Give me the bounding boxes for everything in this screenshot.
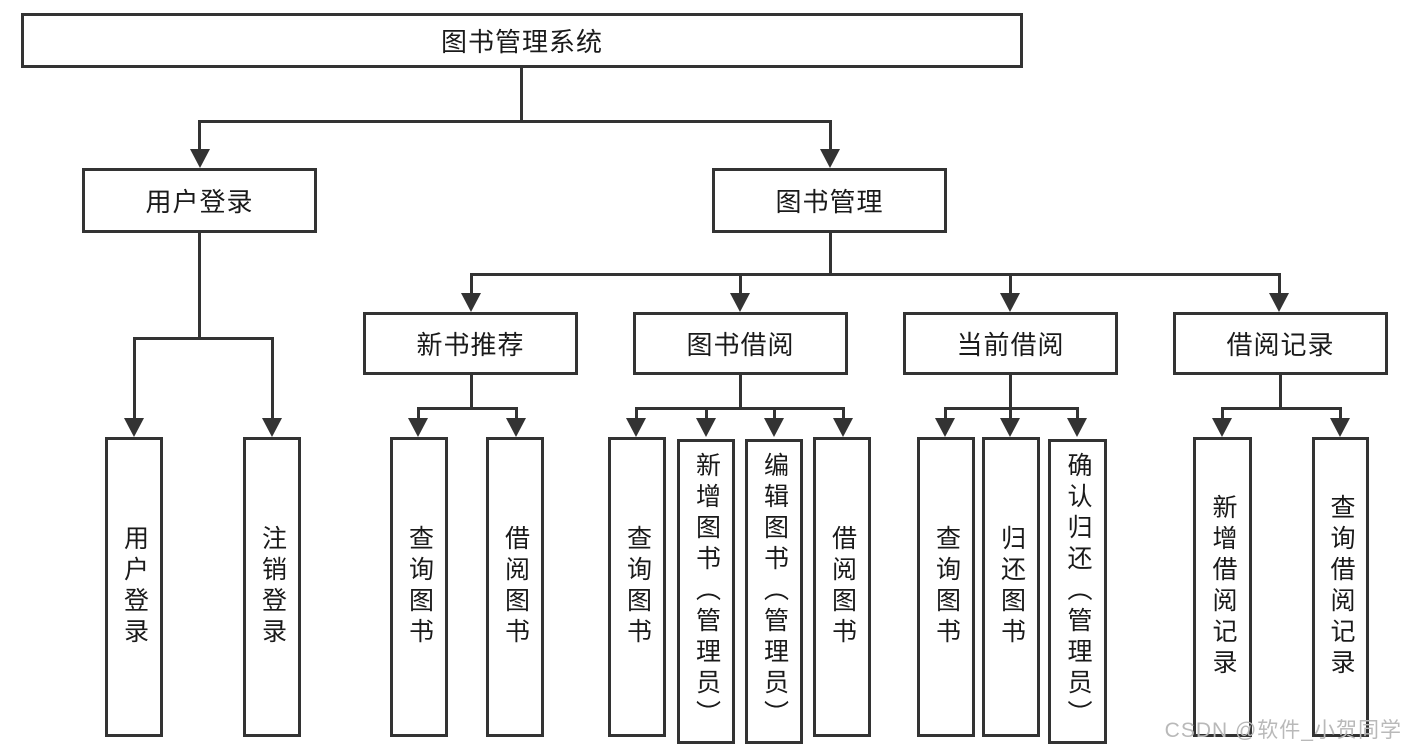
leaf-borrow-query-books: 查询图书 [608,437,666,737]
edge-line [829,120,832,153]
node-root: 图书管理系统 [21,13,1023,68]
edge-line [1221,407,1224,421]
edge-line [1339,407,1342,421]
leaf-label: 查询图书 [932,525,961,649]
edge-line [705,407,708,421]
node-borrow-records: 借阅记录 [1173,312,1388,375]
edge-line [520,68,523,120]
node-new-book-recommend: 新书推荐 [363,312,578,375]
edge-line [1009,273,1012,297]
leaf-current-query-books: 查询图书 [917,437,975,737]
edge-line [842,407,845,421]
leaf-label: 查询图书 [405,525,434,649]
node-current-borrow: 当前借阅 [903,312,1118,375]
arrow-down-icon [730,293,750,312]
arrow-down-icon [935,418,955,437]
leaf-user-login: 用户登录 [105,437,163,737]
leaf-label: 确认归还（管理员） [1064,452,1092,731]
edge-line [1221,407,1341,410]
arrow-down-icon [1000,418,1020,437]
arrow-down-icon [1330,418,1350,437]
arrow-down-icon [461,293,481,312]
leaf-current-confirm-return-admin: 确认归还（管理员） [1048,439,1107,744]
edge-line [1009,407,1012,421]
leaf-records-add-record: 新增借阅记录 [1193,437,1252,737]
edge-line [198,120,832,123]
leaf-label: 归还图书 [997,525,1026,649]
leaf-label: 查询借阅记录 [1327,494,1355,680]
leaf-label: 编辑图书（管理员） [760,452,789,731]
edge-line [198,233,201,337]
edge-line [470,273,473,297]
edge-line [133,337,274,340]
arrow-down-icon [1067,418,1087,437]
leaf-records-query-record: 查询借阅记录 [1312,437,1369,737]
leaf-label: 注销登录 [258,525,287,649]
edge-line [133,337,136,421]
arrow-down-icon [262,418,282,437]
leaf-borrow-add-books-admin: 新增图书（管理员） [677,439,735,744]
arrow-down-icon [1000,293,1020,312]
watermark: CSDN @软件_小贺同学 [1164,719,1402,742]
leaf-borrow-borrow-books: 借阅图书 [813,437,871,737]
arrow-down-icon [1269,293,1289,312]
arrow-down-icon [124,418,144,437]
edge-line [635,407,844,410]
node-book-borrow: 图书借阅 [633,312,848,375]
arrow-down-icon [764,418,784,437]
leaf-label: 新增图书（管理员） [692,452,721,731]
arrow-down-icon [820,149,840,168]
edge-line [829,233,832,275]
edge-line [198,120,201,153]
leaf-borrow-edit-books-admin: 编辑图书（管理员） [745,439,803,744]
edge-line [417,407,420,421]
arrow-down-icon [626,418,646,437]
edge-line [944,407,947,421]
node-book-management: 图书管理 [712,168,947,233]
edge-line [470,375,473,408]
arrow-down-icon [506,418,526,437]
leaf-label: 新增借阅记录 [1209,494,1237,680]
edge-line [773,407,776,421]
edge-line [1278,273,1281,297]
node-user-login: 用户登录 [82,168,317,233]
arrow-down-icon [1212,418,1232,437]
leaf-current-return-books: 归还图书 [982,437,1040,737]
edge-line [739,273,742,297]
edge-line [271,337,274,421]
leaf-recommend-borrow-books: 借阅图书 [486,437,544,737]
arrow-down-icon [408,418,428,437]
edge-line [417,407,518,410]
leaf-recommend-query-books: 查询图书 [390,437,448,737]
edge-line [1076,407,1079,421]
edge-line [739,375,742,408]
arrow-down-icon [190,149,210,168]
leaf-label: 借阅图书 [501,525,530,649]
leaf-label: 借阅图书 [828,525,857,649]
edge-line [1009,375,1012,408]
edge-line [1279,375,1282,408]
leaf-logout: 注销登录 [243,437,301,737]
arrow-down-icon [833,418,853,437]
arrow-down-icon [696,418,716,437]
edge-line [635,407,638,421]
leaf-label: 查询图书 [623,525,652,649]
leaf-label: 用户登录 [120,525,149,649]
edge-line [470,273,1281,276]
edge-line [515,407,518,421]
